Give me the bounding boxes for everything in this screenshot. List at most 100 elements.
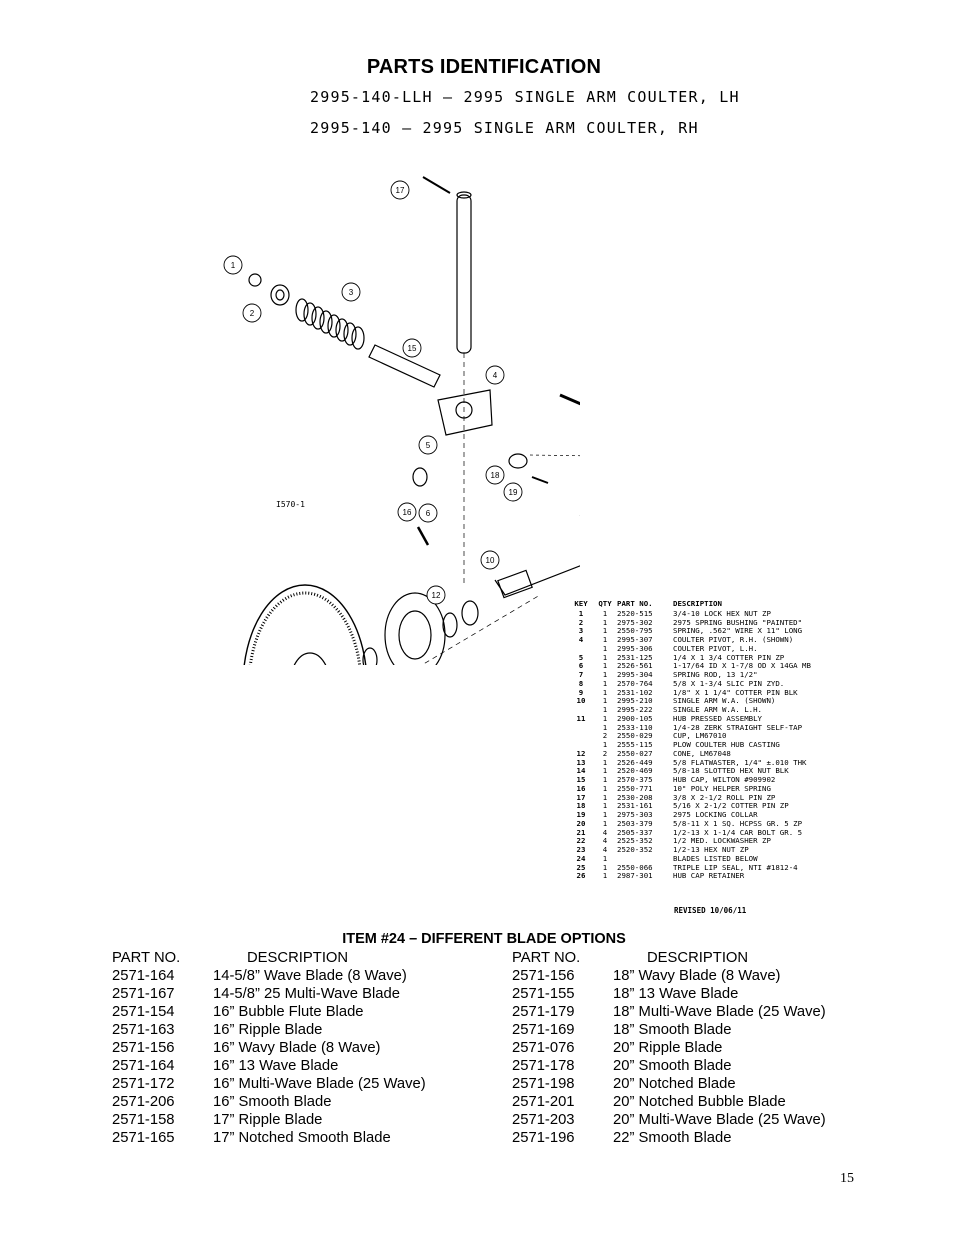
part-no-cell: 2503-379 [617,818,653,828]
qty-cell: 2 [602,731,608,741]
part-no-cell: 2531-161 [617,801,653,811]
key-cell: 19 [576,810,586,819]
description-cell: 1/2-13 HEX NUT ZP [673,845,749,854]
description-cell: HUB PRESSED ASSEMBLY [673,713,762,723]
lip-seal-part [461,600,479,626]
part-no-cell: 2550-795 [617,626,653,636]
blade-description: 17” Ripple Blade [213,1112,323,1128]
description-cell: HUB CAP, WILTON #909902 [673,775,776,784]
callout-label: 3 [349,288,354,297]
blade-part-no: 2571-203 [512,1112,575,1128]
part-no-cell: 2975-302 [617,617,653,627]
key-cell: 4 [578,635,584,644]
part-no-cell: 2550-027 [617,748,653,758]
qty-cell: 1 [602,652,608,662]
part-no-cell: 2520-469 [617,766,653,776]
key-cell: 20 [576,818,586,828]
qty-cell: 1 [602,862,608,872]
part-no-cell: 2975-303 [617,810,653,819]
blade-row: 2571-203 20” Multi-Wave Blade (25 Wave) [512,1111,826,1129]
description-cell: 2975 SPRING BUSHING "PAINTED" [673,617,803,627]
description-cell: 5/8-18 SLOTTED HEX NUT BLK [673,766,789,776]
blade-description: 20” Ripple Blade [613,1040,723,1056]
part-no-cell: 2520-352 [617,845,653,854]
subtitle-rh: 2995-140 – 2995 SINGLE ARM COULTER, RH [310,119,699,137]
qty-cell: 1 [602,775,608,784]
blade-part-no: 2571-158 [112,1112,175,1128]
qty-cell: 1 [602,853,608,863]
part-no-cell: 2995-306 [617,643,653,653]
blade-part-no: 2571-201 [512,1094,575,1110]
qty-cell: 4 [602,827,608,837]
blade-part-no: 2571-206 [112,1094,175,1110]
helper-spring-part [368,344,441,388]
key-cell: 5 [578,652,584,662]
part-no-cell: 2530-208 [617,792,653,802]
qty-cell: 4 [602,836,608,846]
roll-pin-part [416,526,430,546]
qty-cell: 1 [602,810,608,819]
blade-part-no: 2571-164 [112,968,175,984]
key-cell: 12 [576,748,586,758]
part-no-cell: 2533-110 [617,722,653,732]
description-cell: 3/4-10 LOCK HEX NUT ZP [673,608,771,618]
key-cell: 2 [578,617,584,627]
blade-part-no: 2571-172 [112,1076,175,1092]
qty-cell: 1 [602,740,608,749]
blade-part-no: 2571-167 [112,986,175,1002]
blade-description: 17” Notched Smooth Blade [213,1130,391,1146]
blade-part-no: 2571-154 [112,1004,175,1020]
description-cell: SINGLE ARM W.A. (SHOWN) [673,696,776,706]
description-cell: 1/8" X 1 1/4" COTTER PIN BLK [673,687,798,697]
blade-part-no: 2571-155 [512,986,575,1002]
blade-description: 20” Multi-Wave Blade (25 Wave) [613,1112,826,1128]
blade-description: 22” Smooth Blade [613,1130,732,1146]
callout-label: 5 [426,441,431,450]
qty-cell: 1 [602,670,608,679]
description-cell: HUB CAP RETAINER [673,871,745,881]
desc-header: DESCRIPTION [673,599,722,608]
description-cell: COULTER PIVOT, R.H. (SHOWN) [673,635,794,644]
key-cell: 6 [578,661,584,671]
part-no-cell: 2531-125 [617,652,653,662]
part-no-header: PART NO. [512,950,581,966]
flat-washer-part [412,467,428,487]
page-title: PARTS IDENTIFICATION [366,56,602,78]
qty-header: QTY [598,599,612,608]
blade-row: 2571-158 17” Ripple Blade [112,1111,426,1129]
description-cell: 1/2-13 X 1-1/4 CAR BOLT GR. 5 [673,827,803,837]
description-cell: 1/4 X 1 3/4 COTTER PIN ZP [673,652,785,662]
part-no-cell: 2550-029 [617,731,653,741]
description-cell: BLADES LISTED BELOW [673,853,758,863]
description-cell: CUP, LM67010 [673,731,727,741]
key-header: KEY [574,599,588,608]
callout-label: 16 [403,508,412,517]
description-cell: 5/8-11 X 1 SQ. HCPSS GR. 5 ZP [673,818,803,828]
part-no-cell: 2550-066 [617,862,653,872]
cone-part [442,612,458,638]
key-cell: 23 [576,845,586,854]
blade-part-no: 2571-178 [512,1058,575,1074]
qty-cell: 1 [602,871,608,881]
part-no-cell: 2995-307 [617,635,653,644]
qty-cell: 1 [602,766,608,776]
blade-header: PART NO. DESCRIPTION [512,949,826,967]
key-cell [569,724,593,733]
part-no-cell: 2526-449 [617,757,653,767]
blade-description: 16” Smooth Blade [213,1094,332,1110]
blade-description: 18” Smooth Blade [613,1022,732,1038]
blade-header: PART NO. DESCRIPTION [112,949,426,967]
